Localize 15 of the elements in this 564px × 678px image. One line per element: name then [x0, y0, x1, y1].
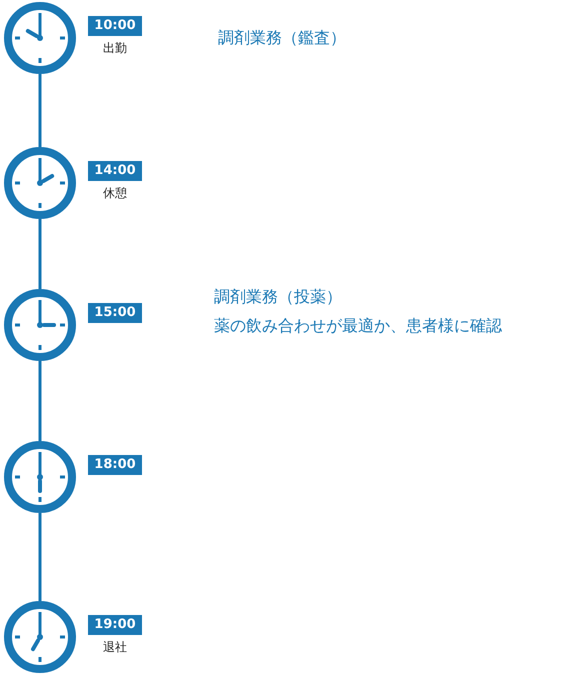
event-text: 退社 — [102, 639, 128, 656]
time-badge: 15:00 — [88, 303, 142, 323]
connector-line — [38, 361, 42, 441]
task-text: 調剤業務（投薬） — [214, 287, 342, 308]
event-text: 出勤 — [102, 40, 128, 57]
event-text: 休憩 — [102, 185, 128, 202]
task-text: 調剤業務（鑑査） — [218, 28, 346, 49]
connector-line — [38, 513, 42, 601]
time-badge: 18:00 — [88, 455, 142, 475]
time-badge: 14:00 — [88, 161, 142, 181]
connector-line — [38, 74, 42, 147]
time-badge: 10:00 — [88, 16, 142, 36]
task-text: 薬の飲み合わせが最適か、患者様に確認 — [214, 316, 502, 337]
connector-line — [38, 219, 42, 289]
time-badge: 19:00 — [88, 615, 142, 635]
